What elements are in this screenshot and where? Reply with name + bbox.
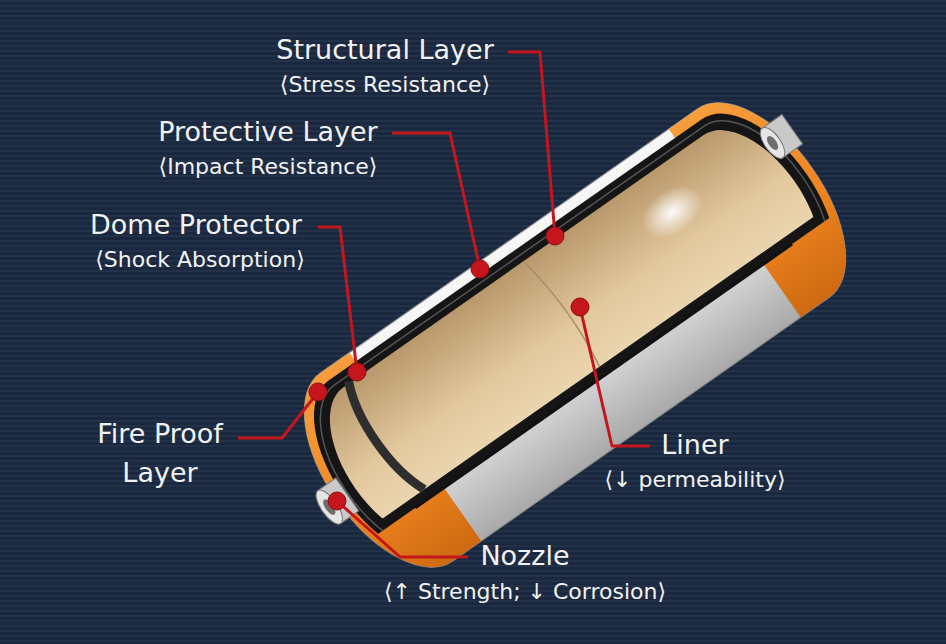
part-property: ⟨Shock Absorption⟩: [95, 246, 304, 275]
part-property: ⟨↓ permeability⟩: [604, 466, 785, 495]
liner-highlight: [632, 175, 713, 250]
leader-dot: [328, 492, 346, 510]
dome-protector-ring: [339, 381, 425, 496]
liner: [304, 108, 846, 563]
leader-dot: [471, 260, 489, 278]
nozzle-face: [756, 124, 790, 163]
part-name: Fire Proof Layer: [75, 414, 245, 492]
leader-line: [508, 52, 555, 236]
leader-dots: [309, 227, 589, 510]
leader-dot: [348, 363, 366, 381]
leader-line: [318, 227, 357, 372]
part-name: Dome Protector: [90, 207, 302, 242]
cut-edge: [415, 244, 792, 508]
part-name: Protective Layer: [158, 114, 377, 149]
right-nozzle: [756, 114, 803, 162]
leader-line: [580, 307, 650, 446]
leader-dot: [571, 298, 589, 316]
leader-line: [392, 133, 480, 269]
part-property: ⟨Stress Resistance⟩: [280, 71, 490, 100]
leader-dot: [546, 227, 564, 245]
part-name: Nozzle: [480, 538, 569, 573]
part-property: ⟨↑ Strength; ↓ Corrosion⟩: [384, 578, 666, 607]
part-name: Structural Layer: [276, 32, 494, 67]
leader-line: [238, 392, 318, 438]
liner-cut: [303, 106, 846, 563]
leader-dot: [309, 383, 327, 401]
left-nozzle: [311, 478, 359, 528]
leader-line: [337, 501, 468, 557]
part-name: Liner: [661, 427, 728, 462]
outer-shell: [272, 74, 879, 595]
nozzle-face: [311, 486, 347, 528]
nozzle-bore: [765, 134, 781, 152]
part-property: ⟨Impact Resistance⟩: [159, 153, 378, 182]
